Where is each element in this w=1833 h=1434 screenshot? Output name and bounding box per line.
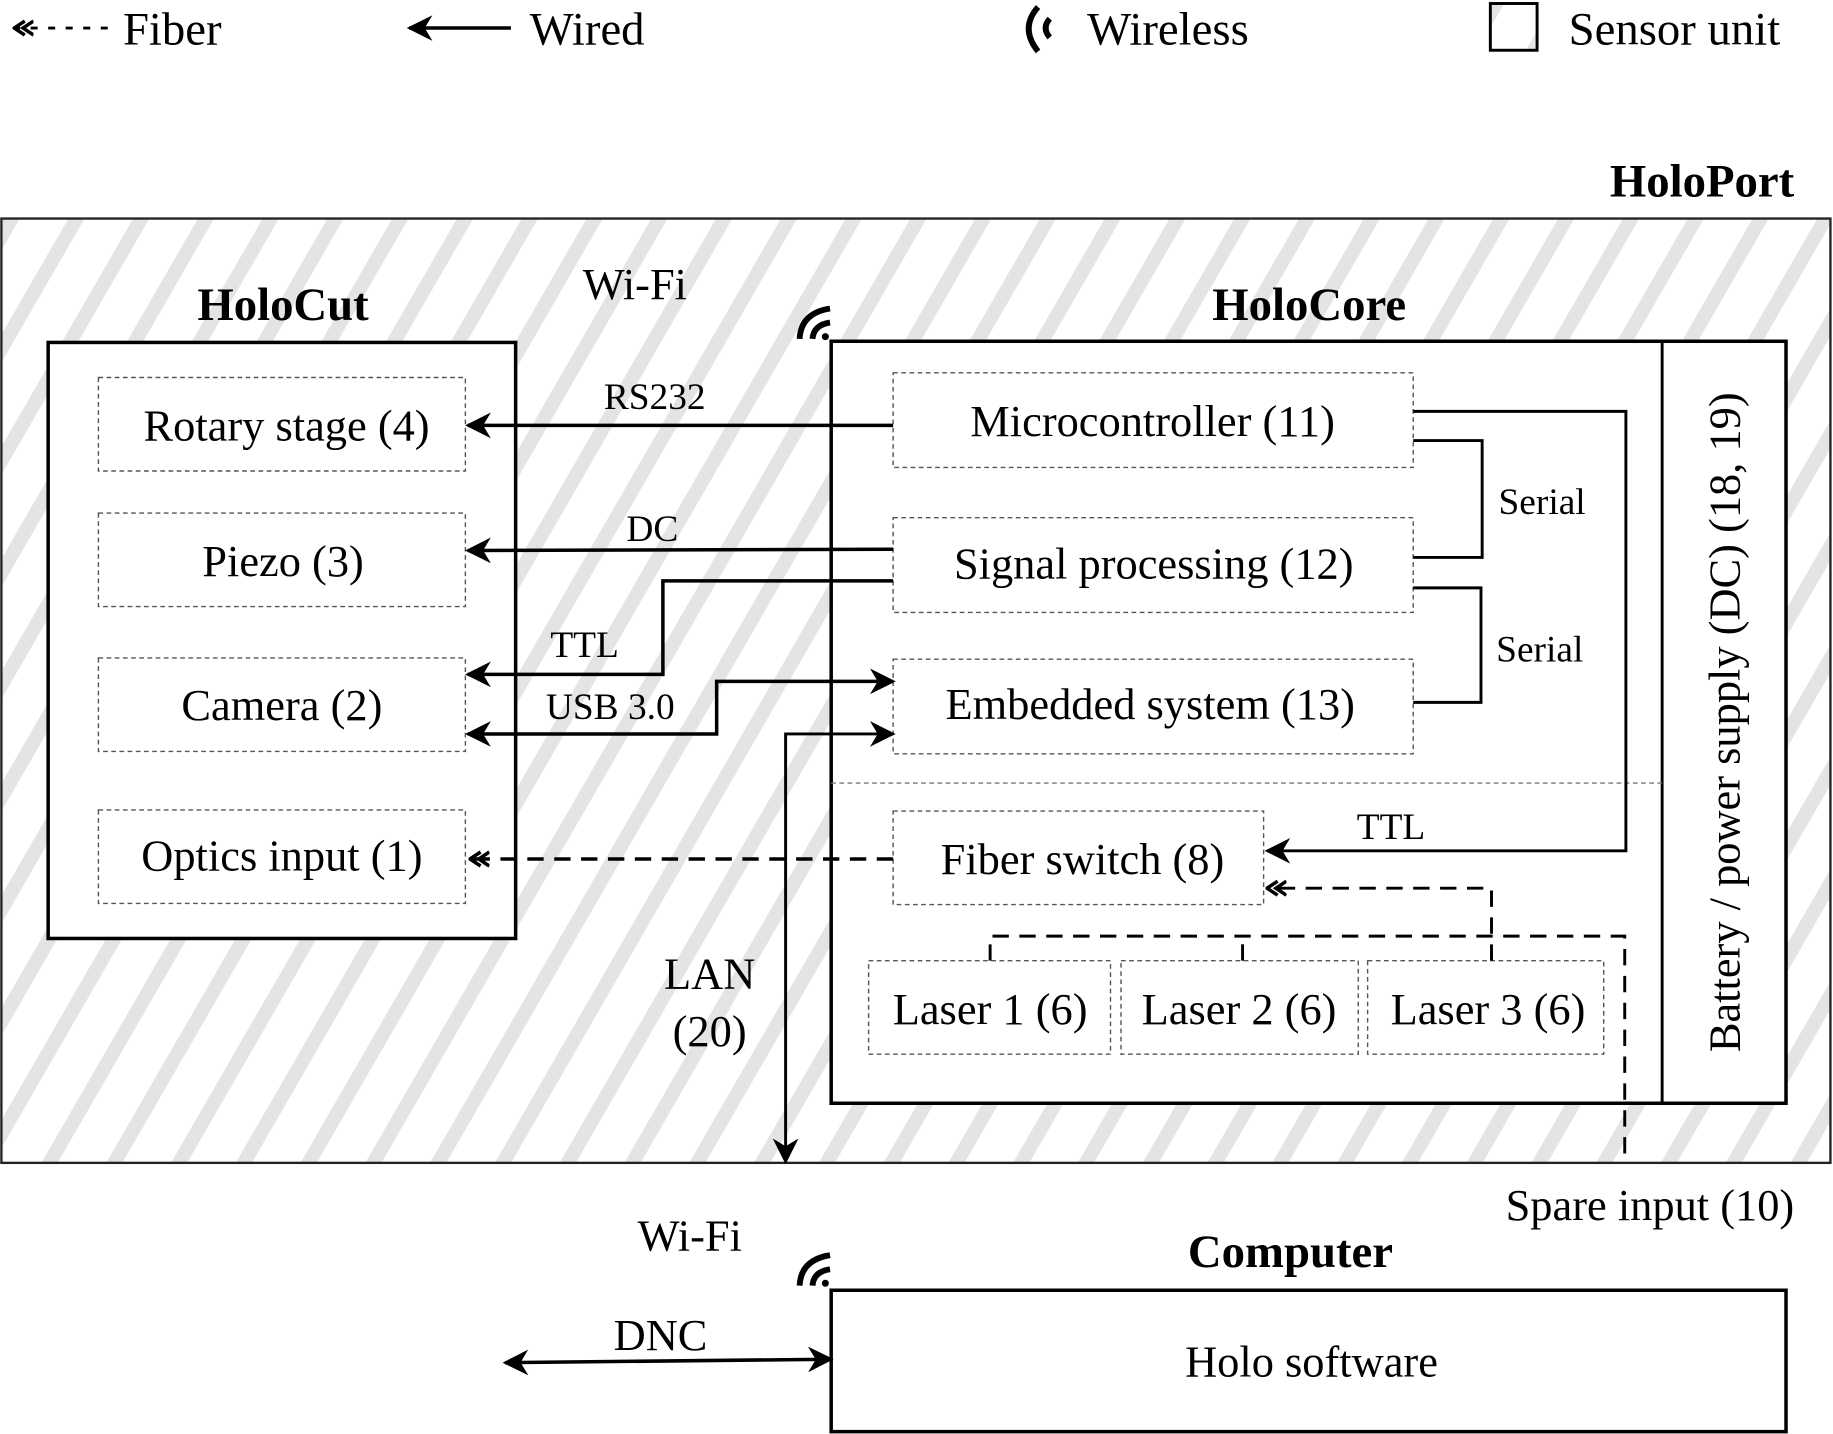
wifi-top-icon bbox=[796, 305, 831, 341]
legend-fiber: Fiber bbox=[14, 3, 222, 55]
node-holo-software[interactable]: Holo software bbox=[829, 1288, 1788, 1434]
holoport-title: HoloPort bbox=[1610, 155, 1795, 207]
connection-serial-1: Serial bbox=[1413, 439, 1586, 559]
node-laser-2[interactable]: Laser 2 (6) bbox=[1120, 959, 1359, 1055]
node-rotary-stage[interactable]: Rotary stage (4) bbox=[97, 376, 467, 472]
laser-3-label: Laser 3 (6) bbox=[1391, 984, 1586, 1034]
power-supply-label: Battery / power supply (DC) (18, 19) bbox=[1699, 392, 1749, 1052]
serial-2-label: Serial bbox=[1496, 629, 1583, 670]
computer-title: Computer bbox=[1188, 1226, 1393, 1278]
legend-wireless: Wireless bbox=[1025, 3, 1249, 55]
connection-rs232: RS232 bbox=[465, 377, 894, 439]
laser-2-label: Laser 2 (6) bbox=[1142, 984, 1337, 1034]
rotary-stage-label: Rotary stage (4) bbox=[144, 401, 430, 451]
ttl-camera-label: TTL bbox=[550, 625, 619, 666]
legend-wireless-label: Wireless bbox=[1087, 3, 1249, 55]
connection-dc: DC bbox=[465, 509, 894, 564]
wifi-top-label: Wi-Fi bbox=[583, 259, 687, 309]
wireless-icon bbox=[1025, 5, 1053, 54]
node-signal-processing[interactable]: Signal processing (12) bbox=[892, 517, 1414, 614]
node-optics-input[interactable]: Optics input (1) bbox=[97, 809, 467, 905]
embedded-system-label: Embedded system (13) bbox=[946, 679, 1355, 729]
connection-lan: LAN (20) bbox=[664, 721, 896, 1165]
legend-wired: Wired bbox=[406, 3, 645, 55]
usb-label: USB 3.0 bbox=[546, 687, 675, 728]
legend: Fiber Wired Wireless Sensor unit bbox=[14, 2, 1781, 55]
legend-fiber-label: Fiber bbox=[123, 3, 222, 55]
node-embedded-system[interactable]: Embedded system (13) bbox=[892, 658, 1414, 755]
connection-dnc: DNC bbox=[502, 1310, 834, 1376]
laser-1-label: Laser 1 (6) bbox=[893, 984, 1088, 1034]
node-laser-1[interactable]: Laser 1 (6) bbox=[867, 959, 1112, 1055]
wifi-bottom-label: Wi-Fi bbox=[638, 1211, 742, 1261]
spare-input-label: Spare input (10) bbox=[1506, 1180, 1795, 1230]
rs232-label: RS232 bbox=[604, 377, 706, 418]
microcontroller-label: Microcontroller (11) bbox=[970, 396, 1335, 446]
legend-sensor-unit-label: Sensor unit bbox=[1569, 3, 1781, 55]
node-piezo[interactable]: Piezo (3) bbox=[97, 512, 467, 608]
connection-usb: USB 3.0 bbox=[465, 668, 896, 747]
camera-label: Camera (2) bbox=[181, 680, 382, 730]
optics-input-label: Optics input (1) bbox=[141, 831, 422, 881]
legend-wired-label: Wired bbox=[530, 3, 645, 55]
serial-1-label: Serial bbox=[1499, 482, 1586, 523]
piezo-label: Piezo (3) bbox=[202, 536, 364, 586]
dnc-label: DNC bbox=[614, 1310, 708, 1360]
fiber-switch-label: Fiber switch (8) bbox=[941, 834, 1225, 884]
holo-software-label: Holo software bbox=[1185, 1337, 1438, 1387]
connection-lasers-fiber bbox=[988, 888, 1627, 1163]
node-camera[interactable]: Camera (2) bbox=[97, 657, 467, 753]
lan-label-line2: (20) bbox=[673, 1006, 747, 1056]
signal-processing-label: Signal processing (12) bbox=[954, 539, 1354, 589]
sensor-unit-swatch-icon bbox=[1488, 2, 1539, 52]
dc-label: DC bbox=[626, 509, 678, 550]
legend-sensor-unit: Sensor unit bbox=[1488, 2, 1781, 55]
node-laser-3[interactable]: Laser 3 (6) bbox=[1366, 959, 1605, 1055]
holocut-title: HoloCut bbox=[197, 279, 369, 331]
lan-label-line1: LAN bbox=[664, 949, 755, 999]
connection-serial-2: Serial bbox=[1413, 586, 1583, 704]
node-power-supply[interactable]: Battery / power supply (DC) (18, 19) bbox=[1699, 392, 1749, 1052]
ttl-fiber-label: TTL bbox=[1357, 807, 1426, 848]
node-fiber-switch[interactable]: Fiber switch (8) bbox=[892, 810, 1265, 906]
connection-ttl-fiber-switch: TTL bbox=[1264, 409, 1628, 864]
wifi-bottom-icon bbox=[796, 1252, 831, 1287]
holocore-title: HoloCore bbox=[1212, 279, 1406, 331]
node-microcontroller[interactable]: Microcontroller (11) bbox=[892, 372, 1414, 469]
